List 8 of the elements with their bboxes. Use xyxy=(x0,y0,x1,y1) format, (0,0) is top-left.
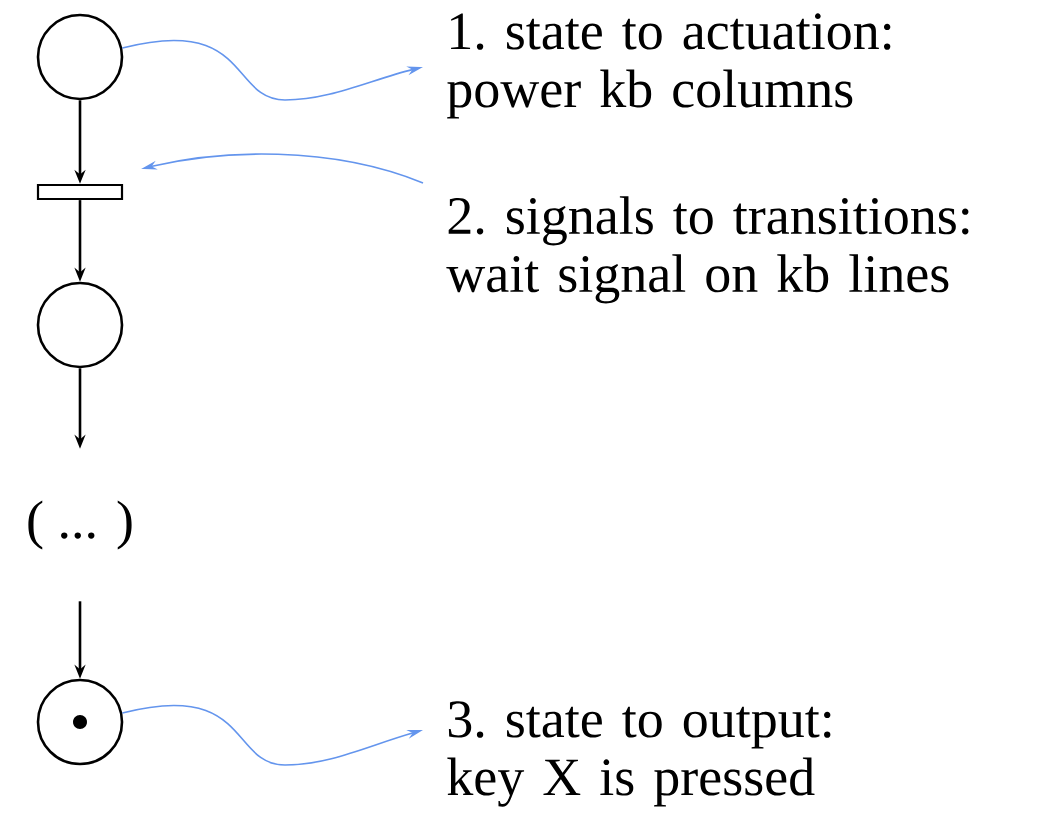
ellipsis-text: ( ... ) xyxy=(28,500,132,550)
annotation-text: 1. state to actuation: power kb columns xyxy=(447,13,891,119)
annotation-text: 2. signals to transitions: wait signal on kb lines xyxy=(446,196,969,304)
place-circle xyxy=(36,281,124,369)
annotation-text: 3. state to output: key X is pressed xyxy=(447,701,831,807)
transition-bar xyxy=(36,183,124,201)
place-circle xyxy=(36,13,124,101)
marked-place-circle xyxy=(36,678,124,766)
